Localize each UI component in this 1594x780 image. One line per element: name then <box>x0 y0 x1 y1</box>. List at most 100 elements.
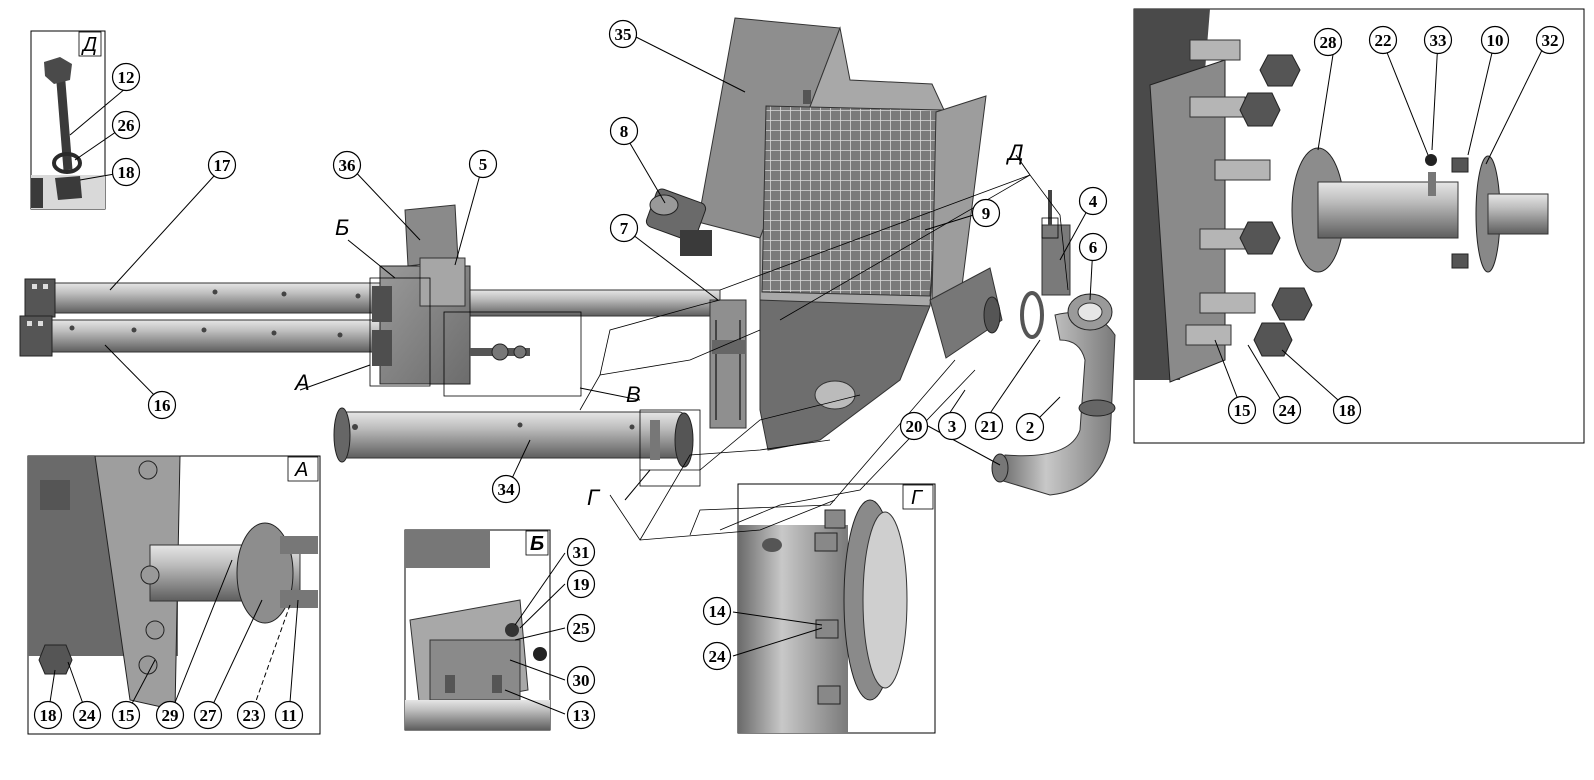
callout-34: 34 <box>491 474 521 504</box>
callout-number: 15 <box>1234 401 1251 420</box>
view-tag-g-main: Г <box>587 485 601 510</box>
inset-view-b <box>404 529 551 731</box>
callout-21: 21 <box>974 411 1004 441</box>
callout-circle <box>974 411 1004 441</box>
callout-5: 5 <box>468 149 498 179</box>
callout-number: 16 <box>154 396 171 415</box>
callout-number: 22 <box>1375 31 1392 50</box>
callout-circle <box>332 150 362 180</box>
view-tags: Б А В Г Д <box>293 140 1024 510</box>
hopper-35 <box>697 17 1003 451</box>
housing-block <box>372 204 530 385</box>
callout-number: 34 <box>498 480 516 499</box>
callout-circle <box>111 110 141 140</box>
inset-view-g <box>737 483 936 734</box>
callout-circle <box>193 700 223 730</box>
callout-18: 18 <box>111 157 141 187</box>
callout-12: 12 <box>111 62 141 92</box>
callout-circle <box>1480 25 1510 55</box>
callout-31: 31 <box>566 537 596 567</box>
inset-view-d <box>30 30 106 210</box>
view-tag-v-main: В <box>626 382 641 407</box>
callout-15: 15 <box>111 700 141 730</box>
callout-circle <box>566 700 596 730</box>
callout-number: 11 <box>281 706 297 725</box>
callout-number: 8 <box>620 122 629 141</box>
callout-18: 18 <box>33 700 63 730</box>
motor-8 <box>645 188 712 256</box>
callout-36: 36 <box>332 150 362 180</box>
callout-circle <box>566 665 596 695</box>
callout-circle <box>1313 27 1343 57</box>
callout-number: 24 <box>1279 401 1297 420</box>
callout-27: 27 <box>193 700 223 730</box>
callout-number: 18 <box>118 163 135 182</box>
callout-circle <box>468 149 498 179</box>
callout-15: 15 <box>1227 395 1257 425</box>
callout-number: 10 <box>1487 31 1504 50</box>
callout-26: 26 <box>111 110 141 140</box>
callout-24: 24 <box>1272 395 1302 425</box>
callout-number: 31 <box>573 543 590 562</box>
callout-8: 8 <box>609 116 639 146</box>
callout-number: 28 <box>1320 33 1337 52</box>
leader-lines <box>47 36 1548 716</box>
callout-number: 13 <box>573 706 590 725</box>
callout-6: 6 <box>1078 232 1108 262</box>
callout-number: 15 <box>118 706 135 725</box>
callout-number: 25 <box>573 619 590 638</box>
inset-box-labels: Д А Б Г <box>78 31 934 556</box>
callout-29: 29 <box>155 700 185 730</box>
view-tag-a-main: А <box>293 370 310 395</box>
inset-label-g: Г <box>911 487 924 509</box>
callout-14: 14 <box>702 596 732 626</box>
callout-number: 20 <box>906 417 923 436</box>
callout-number: 2 <box>1026 418 1035 437</box>
callout-2: 2 <box>1015 412 1045 442</box>
callout-33: 33 <box>1423 25 1453 55</box>
callout-number: 24 <box>79 706 97 725</box>
callout-number: 9 <box>982 204 991 223</box>
callout-circle <box>274 700 304 730</box>
inset-flange-detail <box>1133 8 1585 444</box>
callout-number: 6 <box>1089 238 1098 257</box>
callout-16: 16 <box>147 390 177 420</box>
callout-number: 26 <box>118 116 135 135</box>
callout-circle <box>1332 395 1362 425</box>
callout-number: 23 <box>243 706 260 725</box>
callout-9: 9 <box>971 198 1001 228</box>
callout-circle <box>1368 25 1398 55</box>
callout-32: 32 <box>1535 25 1565 55</box>
callout-circle <box>1015 412 1045 442</box>
callout-35: 35 <box>608 19 638 49</box>
callout-10: 10 <box>1480 25 1510 55</box>
callout-28: 28 <box>1313 27 1343 57</box>
callout-11: 11 <box>274 700 304 730</box>
callout-number: 24 <box>709 647 727 666</box>
tube-16 <box>19 315 386 357</box>
callout-circle <box>566 613 596 643</box>
callout-number: 18 <box>40 706 57 725</box>
callout-number: 32 <box>1542 31 1559 50</box>
callout-circle <box>1423 25 1453 55</box>
callout-number: 3 <box>948 417 957 436</box>
callout-circle <box>566 537 596 567</box>
callout-number: 14 <box>709 602 727 621</box>
callout-18: 18 <box>1332 395 1362 425</box>
view-tag-b-main: Б <box>335 215 349 240</box>
callout-22: 22 <box>1368 25 1398 55</box>
inset-label-b: Б <box>530 533 544 555</box>
callout-circle <box>111 62 141 92</box>
callout-30: 30 <box>566 665 596 695</box>
callout-circle <box>111 157 141 187</box>
callout-number: 27 <box>200 706 218 725</box>
callout-3: 3 <box>937 411 967 441</box>
view-tag-d-main: Д <box>1005 140 1024 165</box>
callout-circle <box>1272 395 1302 425</box>
callout-number: 18 <box>1339 401 1356 420</box>
callout-number: 7 <box>620 219 629 238</box>
callout-number: 29 <box>162 706 179 725</box>
callout-circle <box>1535 25 1565 55</box>
